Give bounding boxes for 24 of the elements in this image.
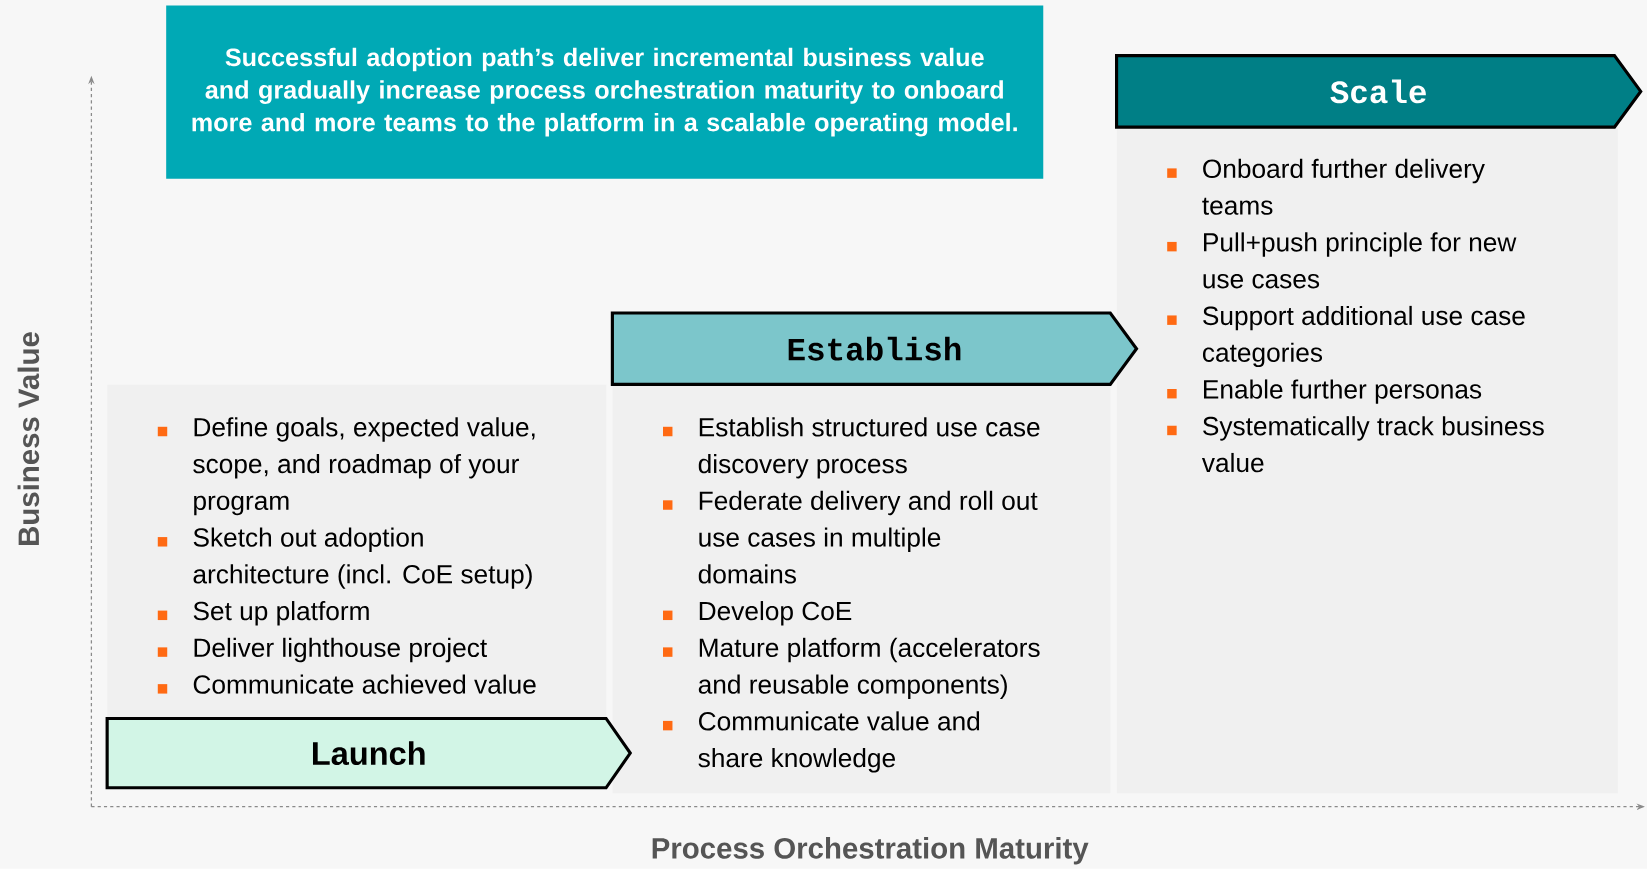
stage-banner: Scale: [1115, 54, 1643, 129]
list-item: Communicate achieved value: [157, 674, 536, 694]
list-item: Systematically track business value: [1167, 416, 1544, 473]
list-item: Define goals, expected value, scope, and roadmap of your program: [157, 417, 535, 516]
list-item: Pull+push principle for new use cases: [1167, 232, 1517, 289]
list-panel: [1116, 126, 1618, 794]
list-item: Sketch out adoption architecture (incl. CoE setup): [157, 527, 532, 589]
list-item: Federate delivery and roll out use cases in multiple domains: [663, 490, 1038, 584]
list-item: Support additional use case categories: [1167, 306, 1525, 368]
list-item: Enable further personas: [1167, 379, 1482, 405]
list-item: Deliver lighthouse project: [157, 637, 487, 663]
list-item: Establish structured use case discovery process: [663, 417, 1040, 479]
axis-label: Process Orchestration Maturity: [652, 837, 1089, 865]
list-panel: [107, 384, 607, 719]
list-item: Onboard further delivery teams: [1167, 159, 1485, 216]
list-item: Mature platform (accelerators and reusable components): [663, 637, 1040, 700]
axis-label: Business Value: [17, 332, 40, 546]
stage-banner: Establish: [610, 311, 1139, 387]
stage-banner: Launch: [105, 717, 633, 790]
list-item: Set up platform: [157, 601, 369, 626]
title-banner: Successful adoption path’s deliver incremental business value and gradually increase process orchestration maturity to onboard more and more teams to the platform in a scalable operating model.: [166, 5, 1044, 179]
list-panel: [612, 384, 1111, 794]
list-item: Develop CoE: [663, 601, 852, 626]
list-item: Communicate value and share knowledge: [663, 711, 980, 773]
